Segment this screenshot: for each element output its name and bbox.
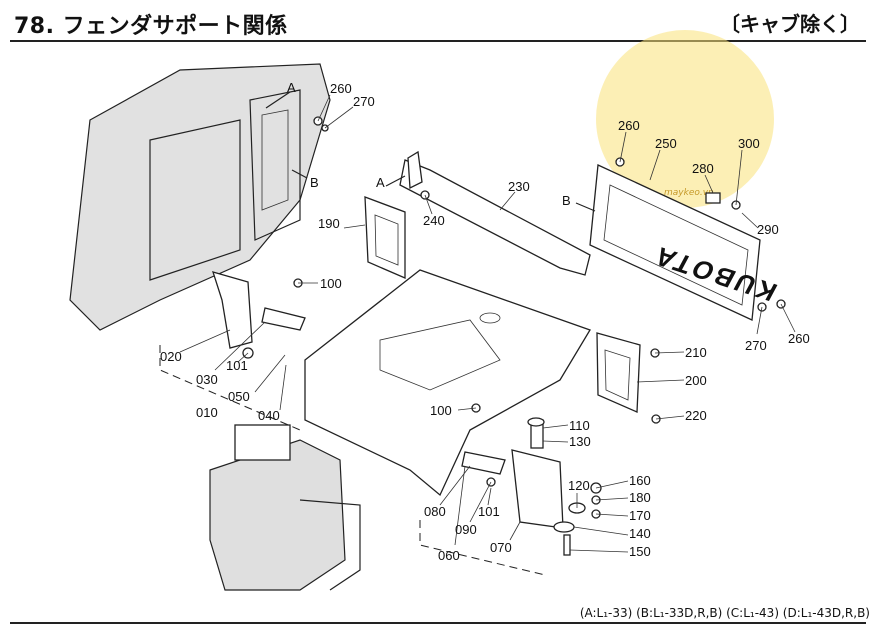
part-label: 280 [692,161,714,176]
part-label: 101 [226,358,248,373]
part-label: 050 [228,389,250,404]
part-label: 080 [424,504,446,519]
kubota-panel: KUBOTA [589,164,782,321]
ref-b-2: B [562,193,571,208]
part-label: 270 [745,338,767,353]
part-label: 260 [788,331,810,346]
header-rule [10,40,866,42]
ref-b-1: B [310,175,319,190]
part-label: 260 [330,81,352,96]
tractor-body-outline [69,63,331,331]
drivetrain-outline [209,424,361,591]
ref-a-1: A [287,80,296,95]
part-label: 130 [569,434,591,449]
part-number-labels: 260 270 230 190 240 100 020 030 101 050 … [160,81,810,563]
part-label: 100 [320,276,342,291]
part-label: 100 [430,403,452,418]
part-label: 090 [455,522,477,537]
part-label: 250 [655,136,677,151]
part-label: 210 [685,345,707,360]
part-label: 070 [490,540,512,555]
part-label: 220 [685,408,707,423]
group-boundaries [159,345,546,576]
part-label: 010 [196,405,218,420]
bracket-190 [364,196,406,279]
part-label: 200 [685,373,707,388]
bracket-200 [596,332,641,413]
floor-plate [304,269,591,497]
ref-a-2: A [376,175,385,190]
page-header: 78. フェンダサポート関係 〔キャブ除く〕 [0,0,880,44]
part-label: 290 [757,222,779,237]
part-label: 140 [629,526,651,541]
part-label: 300 [738,136,760,151]
part-label: 190 [318,216,340,231]
part-label: 150 [629,544,651,559]
part-label: 030 [196,372,218,387]
leader-lines [179,91,796,553]
part-label: 260 [618,118,640,133]
reference-letters: A A B B [287,80,571,208]
part-label: 240 [423,213,445,228]
support-bar-230 [399,150,591,276]
part-label: 160 [629,473,651,488]
parts-diagram: KUBOTA [69,63,810,591]
watermark-text: maykeo.vn [664,188,714,198]
page-title: 78. フェンダサポート関係 [14,14,288,39]
cushion-stack [527,417,602,556]
model-legend: (A:L₁-33) (B:L₁-33D,R,B) (C:L₁-43) (D:L₁… [579,606,870,620]
part-label: 040 [258,408,280,423]
part-label: 020 [160,349,182,364]
part-label: 110 [569,418,590,433]
part-label: 060 [438,548,460,563]
part-label: 120 [568,478,590,493]
bracket-060-070 [461,449,564,529]
part-label: 170 [629,508,651,523]
part-label: 180 [629,490,651,505]
page-subtitle: 〔キャブ除く〕 [720,12,860,36]
part-label: 230 [508,179,530,194]
part-label: 101 [478,504,500,519]
bracket-020-030 [212,271,306,359]
part-label: 270 [353,94,375,109]
footer-rule [10,622,866,624]
